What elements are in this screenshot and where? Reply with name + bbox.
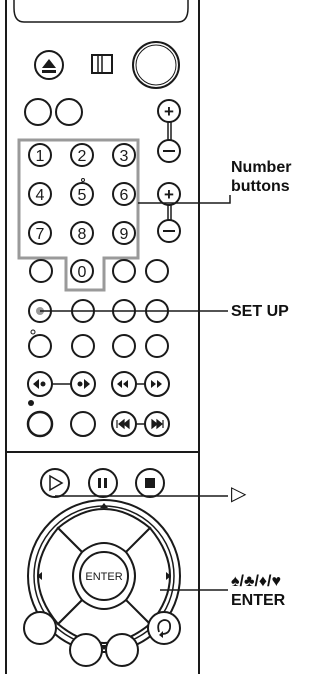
number-buttons: 1 2 3 4 5 6 7 8 9 0 xyxy=(28,143,136,283)
number-button-7[interactable]: 7 xyxy=(28,221,52,245)
number-button-label: 0 xyxy=(78,264,87,281)
eject-button[interactable] xyxy=(34,50,64,80)
tv-video-button[interactable] xyxy=(91,54,113,74)
set-up-callout: SET UP xyxy=(231,303,289,320)
number-buttons-frame xyxy=(17,138,140,292)
up-arrow-icon xyxy=(100,503,108,508)
replay-icon xyxy=(33,379,39,389)
number-button-9[interactable]: 9 xyxy=(112,221,136,245)
instant-replay-button[interactable] xyxy=(27,371,53,397)
bottom-center-right-button[interactable] xyxy=(105,633,139,667)
enter-callout-line2: ENTER xyxy=(231,592,286,609)
rewind-icon xyxy=(117,380,128,388)
number-button-label: 8 xyxy=(78,226,87,243)
row8-button-1[interactable] xyxy=(26,410,54,438)
number-button-label: 6 xyxy=(120,187,129,204)
number-buttons-callout-line2: buttons xyxy=(231,178,290,195)
number-button-5[interactable]: 5 xyxy=(70,178,94,206)
left-arrow-button[interactable] xyxy=(37,526,84,626)
arrows-callout-line1: ♠/♣/♦/♥ xyxy=(231,573,281,590)
play-icon xyxy=(49,474,64,492)
power-button[interactable] xyxy=(132,41,180,89)
remote-top-contour xyxy=(13,7,189,23)
number-buttons-leader-line xyxy=(138,195,231,204)
row6-button-3[interactable] xyxy=(112,334,136,358)
pause-button[interactable] xyxy=(88,468,118,498)
bottom-center-left-button[interactable] xyxy=(69,633,103,667)
enter-button[interactable] xyxy=(79,551,129,601)
instant-advance-button[interactable] xyxy=(70,371,96,397)
fast-forward-icon xyxy=(151,380,162,388)
bottom-left-button[interactable] xyxy=(23,611,57,645)
number-button-6[interactable]: 6 xyxy=(112,182,136,206)
number-button-label: 5 xyxy=(78,187,87,204)
plus-icon: + xyxy=(164,185,174,204)
advance-icon xyxy=(84,379,90,389)
row6-button-2[interactable] xyxy=(71,334,95,358)
number-buttons-callout-line1: Number xyxy=(231,159,292,176)
number-buttons-callout: Number buttons xyxy=(231,158,291,196)
return-button[interactable] xyxy=(147,611,181,645)
top-button-2[interactable] xyxy=(55,98,83,126)
right-arrow-icon xyxy=(166,572,171,580)
volume-rocker-1[interactable]: + xyxy=(157,99,181,163)
volume-rocker-2[interactable]: + xyxy=(157,182,181,243)
left-arrow-icon xyxy=(37,572,42,580)
return-icon xyxy=(157,619,172,635)
number-button-4[interactable]: 4 xyxy=(28,182,52,206)
number-button-3[interactable]: 3 xyxy=(112,143,136,167)
arrows-enter-callout: ♠/♣/♦/♥ ENTER xyxy=(231,572,285,610)
number-button-label: 9 xyxy=(120,226,129,243)
number-button-label: 4 xyxy=(36,187,45,204)
button-right-of-0-a[interactable] xyxy=(112,259,136,283)
top-button-1[interactable] xyxy=(24,98,52,126)
plus-icon: + xyxy=(164,102,174,121)
directional-pad: ENTER xyxy=(27,499,181,653)
enter-button-label: ENTER xyxy=(85,571,122,583)
number-button-label: 3 xyxy=(120,148,129,165)
number-button-8[interactable]: 8 xyxy=(70,221,94,245)
play-callout: ▷ xyxy=(231,483,247,505)
number-button-label: 1 xyxy=(36,148,45,165)
button-right-of-0-b[interactable] xyxy=(145,259,169,283)
row8-button-2[interactable] xyxy=(70,411,96,437)
stop-icon xyxy=(145,478,155,488)
previous-icon xyxy=(116,418,130,430)
number-button-1[interactable]: 1 xyxy=(28,143,52,167)
next-icon xyxy=(151,418,164,430)
row6-button-4[interactable] xyxy=(145,334,169,358)
row6-button-1[interactable] xyxy=(28,334,52,358)
eject-icon xyxy=(42,59,56,68)
number-button-2[interactable]: 2 xyxy=(70,143,94,167)
button-left-of-0[interactable] xyxy=(29,259,53,283)
number-button-0[interactable]: 0 xyxy=(70,259,94,283)
number-button-label: 2 xyxy=(78,148,87,165)
pause-icon xyxy=(98,478,101,488)
number-button-label: 7 xyxy=(36,226,45,243)
